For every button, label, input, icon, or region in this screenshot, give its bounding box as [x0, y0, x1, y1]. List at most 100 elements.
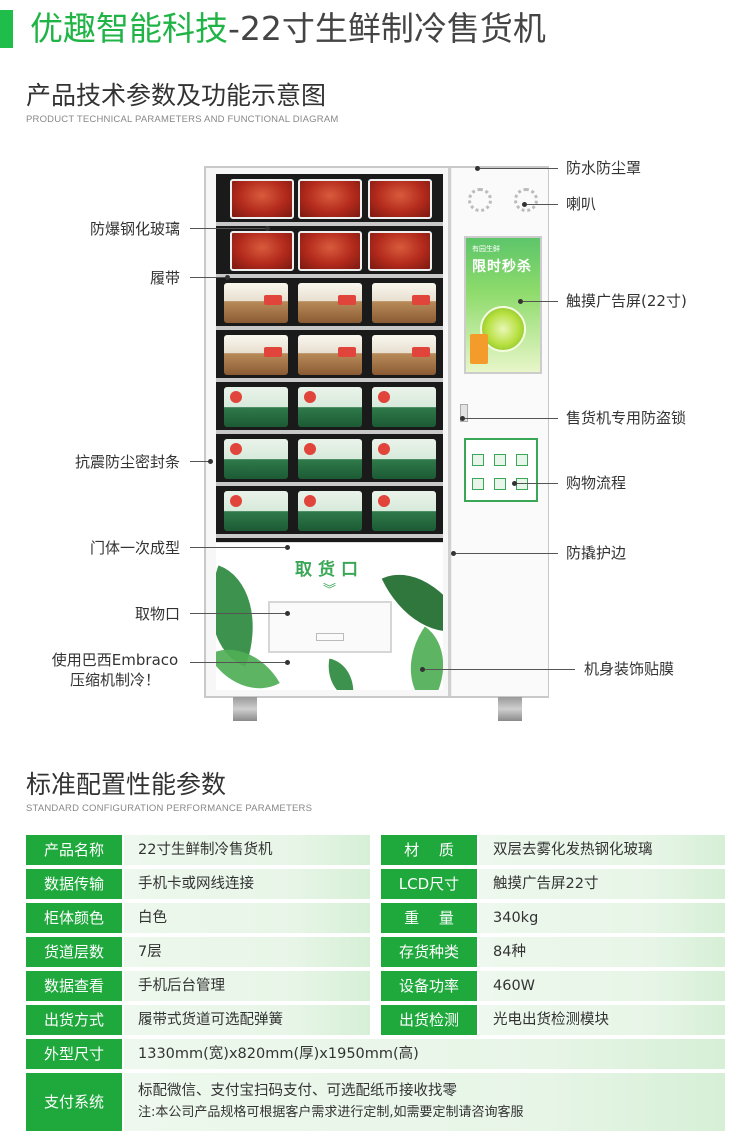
product-package [298, 231, 362, 271]
shelf-row [216, 228, 443, 278]
brand-name: 优趣智能科技 [30, 9, 228, 48]
shelf-row [216, 384, 443, 434]
machine-foot [233, 697, 257, 721]
product-package [372, 387, 436, 427]
callout-compressor-line1: 使用巴西Embraco [51, 651, 179, 669]
spec-value: 双层去雾化发热钢化玻璃 [479, 835, 725, 865]
callout-dot [518, 299, 523, 304]
juice-image [470, 334, 488, 364]
diagram-section-title: 产品技术参数及功能示意图 [26, 81, 327, 110]
product-package [224, 387, 288, 427]
spec-label: 柜体颜色 [26, 903, 122, 933]
spec-label: LCD尺寸 [381, 869, 477, 899]
pickup-area: 取货口 ︾ [216, 542, 443, 690]
spec-value: 触摸广告屏22寸 [479, 869, 725, 899]
product-package [224, 335, 288, 375]
callout-dot [475, 166, 480, 171]
callout-line [456, 553, 558, 554]
spec-label: 设备功率 [381, 971, 477, 1001]
callout-dot [460, 416, 465, 421]
callout-dot [225, 275, 230, 280]
spec-label: 存货种类 [381, 937, 477, 967]
spec-value: 340kg [479, 903, 725, 933]
product-package [224, 491, 288, 531]
screen-big-text: 限时秒杀 [472, 259, 532, 275]
spec-value: 光电出货检测模块 [479, 1005, 725, 1035]
spec-value: 手机卡或网线连接 [124, 869, 370, 899]
product-package [298, 439, 362, 479]
spec-value: 履带式货道可选配弹簧 [124, 1005, 370, 1035]
callout-dot [420, 667, 425, 672]
shopping-flow-panel [464, 438, 538, 502]
callout-line [190, 613, 286, 614]
machine-foot [498, 697, 522, 721]
diagram-section-subtitle: PRODUCT TECHNICAL PARAMETERS AND FUNCTIO… [26, 114, 339, 125]
product-package [372, 491, 436, 531]
callout-dust-cover: 防水防尘罩 [566, 159, 642, 177]
callout-dot [285, 660, 290, 665]
callout-dot [285, 611, 290, 616]
product-package [298, 179, 362, 219]
spec-value: 22寸生鲜制冷售货机 [124, 835, 370, 865]
callout-door-molding: 门体一次成型 [89, 539, 180, 557]
callout-line [190, 461, 210, 462]
callout-line [523, 301, 558, 302]
callout-anti-theft-lock: 售货机专用防盗锁 [566, 409, 687, 427]
vending-machine-illustration: 取货口 ︾ 有园生鲜 限时秒杀 [204, 166, 549, 698]
spec-value: 7层 [124, 937, 370, 967]
lock-icon [460, 404, 468, 422]
callout-pry-guard: 防撬护边 [566, 544, 627, 562]
callout-glass: 防爆钢化玻璃 [89, 220, 180, 238]
callout-dot [265, 226, 270, 231]
spec-value: 460W [479, 971, 725, 1001]
product-package [298, 283, 362, 323]
shelf-row [216, 332, 443, 382]
spec-label-size: 外型尺寸 [26, 1039, 122, 1069]
shelf-row [216, 176, 443, 226]
speaker-icon [468, 188, 492, 212]
callout-dot [522, 202, 527, 207]
product-package [224, 283, 288, 323]
spec-label: 数据传输 [26, 869, 122, 899]
product-package [224, 439, 288, 479]
callout-line [527, 204, 558, 205]
pickup-label: 取货口 [295, 560, 364, 580]
shelf-row [216, 436, 443, 486]
spec-label: 数据查看 [26, 971, 122, 1001]
callout-speaker: 喇叭 [566, 195, 597, 213]
callout-line [465, 418, 558, 419]
callout-compressor-line2: 压缩机制冷！ [69, 671, 160, 689]
product-package [298, 387, 362, 427]
spec-label: 出货方式 [26, 1005, 122, 1035]
callout-line [517, 483, 558, 484]
product-package [368, 179, 432, 219]
spec-label: 产品名称 [26, 835, 122, 865]
ad-screen: 有园生鲜 限时秒杀 [464, 236, 542, 374]
callout-line [190, 277, 226, 278]
shelf-row [216, 280, 443, 330]
product-package [368, 231, 432, 271]
callout-line [425, 669, 575, 670]
page-title: 优趣智能科技-22寸生鲜制冷售货机 [30, 6, 546, 52]
callout-line [190, 662, 286, 663]
callout-shopping-flow: 购物流程 [566, 474, 627, 492]
product-package [372, 439, 436, 479]
screen-small-text: 有园生鲜 [472, 245, 500, 253]
machine-side-panel: 有园生鲜 限时秒杀 [452, 168, 548, 696]
product-package [298, 335, 362, 375]
callout-dot [512, 481, 517, 486]
spec-value: 手机后台管理 [124, 971, 370, 1001]
callout-body-film: 机身装饰贴膜 [584, 660, 675, 678]
spec-label: 出货检测 [381, 1005, 477, 1035]
leaf-decoration [388, 626, 443, 690]
callout-seal-strip: 抗震防尘密封条 [74, 453, 180, 471]
speaker-icon [514, 188, 538, 212]
payment-methods: 标配微信、支付宝扫码支付、可选配纸币接收找零 [138, 1083, 457, 1099]
callout-touch-screen: 触摸广告屏(22寸) [566, 292, 687, 310]
product-package [230, 231, 294, 271]
specs-section-title: 标准配置性能参数 [26, 770, 227, 799]
callout-dot [285, 545, 290, 550]
spec-label: 重 量 [381, 903, 477, 933]
header-accent-bar [0, 10, 13, 48]
customization-note: 注:本公司产品规格可根据客户需求进行定制,如需要定制请咨询客服 [138, 1105, 524, 1120]
